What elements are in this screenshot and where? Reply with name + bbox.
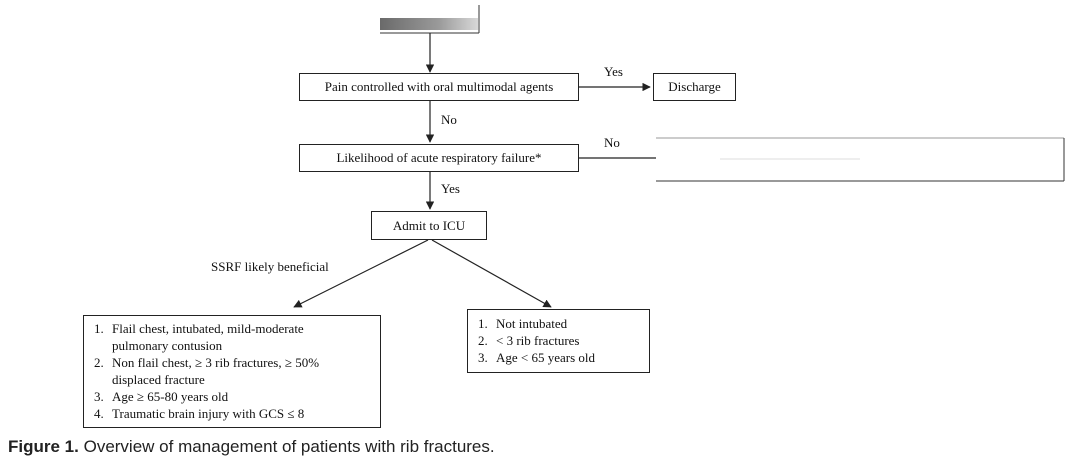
list-item: 1.Flail chest, intubated, mild-moderate … — [94, 321, 304, 353]
ssrf-criteria-list: 1.Flail chest, intubated, mild-moderate … — [94, 320, 372, 422]
non-ssrf-criteria-list: 1.Not intubated 2.< 3 rib fractures 3.Ag… — [478, 315, 641, 366]
discharge-text: Discharge — [668, 79, 721, 94]
respiratory-failure-box: Likelihood of acute respiratory failure* — [299, 144, 579, 172]
edge-label-no-pain: No — [441, 112, 457, 127]
right-outcome-box-obscured — [656, 137, 1065, 182]
list-item: 3.Age < 65 years old — [478, 350, 596, 365]
edge-label-no-likelihood: No — [604, 135, 620, 150]
list-item: 2.Non flail chest, ≥ 3 rib fractures, ≥ … — [94, 355, 320, 387]
arrow-icu-to-right — [431, 239, 552, 308]
figure-caption-text: Overview of management of patients with … — [83, 437, 495, 456]
list-item: 4.Traumatic brain injury with GCS ≤ 8 — [94, 406, 305, 421]
edge-label-yes-discharge: Yes — [604, 64, 623, 79]
figure-caption: Figure 1. Overview of management of pati… — [8, 437, 495, 457]
respiratory-failure-text: Likelihood of acute respiratory failure* — [336, 150, 542, 165]
discharge-box: Discharge — [653, 73, 736, 101]
list-item: 2.< 3 rib fractures — [478, 333, 580, 348]
list-item: 3.Age ≥ 65-80 years old — [94, 389, 229, 404]
ssrf-criteria-box: 1.Flail chest, intubated, mild-moderate … — [83, 315, 381, 428]
list-item: 1.Not intubated — [478, 316, 568, 331]
arrow-icu-to-left — [293, 239, 429, 308]
edge-label-ssrf: SSRF likely beneficial — [211, 259, 329, 274]
pain-control-box: Pain controlled with oral multimodal age… — [299, 73, 579, 101]
top-start-box-obscured — [380, 5, 480, 34]
admit-icu-box: Admit to ICU — [371, 211, 487, 240]
non-ssrf-criteria-box: 1.Not intubated 2.< 3 rib fractures 3.Ag… — [467, 309, 650, 373]
figure-caption-label: Figure 1. — [8, 437, 79, 456]
edge-label-yes-icu: Yes — [441, 181, 460, 196]
admit-icu-text: Admit to ICU — [392, 217, 466, 233]
pain-control-text: Pain controlled with oral multimodal age… — [324, 79, 554, 94]
